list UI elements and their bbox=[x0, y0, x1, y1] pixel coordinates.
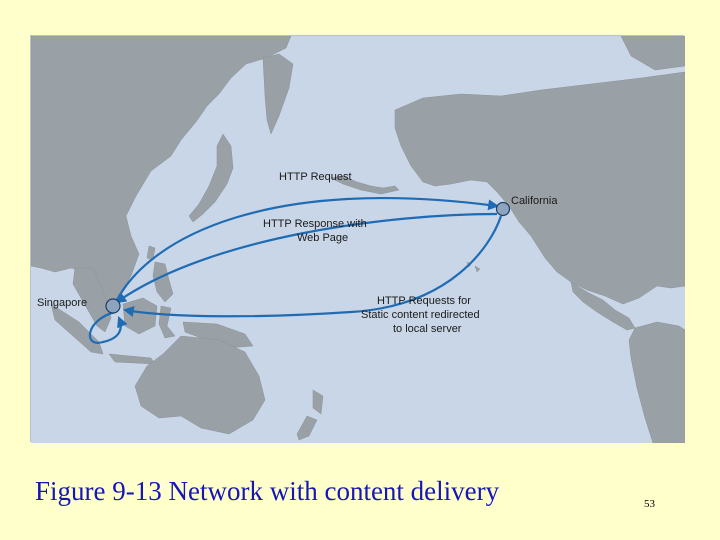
static-requests-label-line1: HTTP Requests for bbox=[377, 295, 471, 307]
new-guinea bbox=[182, 321, 254, 349]
japan bbox=[188, 133, 234, 223]
figure-caption: Figure 9-13 Network with content deliver… bbox=[35, 476, 500, 506]
philippines bbox=[152, 261, 174, 303]
australia bbox=[134, 335, 266, 435]
network-diagram: California Singapore HTTP Request HTTP R… bbox=[31, 36, 685, 443]
central-america bbox=[570, 281, 636, 331]
kamchatka bbox=[262, 53, 294, 135]
static-requests-label-line3: to local server bbox=[393, 323, 462, 335]
http-response-label-line1: HTTP Response with bbox=[263, 218, 367, 230]
aleutians bbox=[330, 175, 400, 195]
http-response-label-line2: Web Page bbox=[297, 232, 348, 244]
http-response-arrow bbox=[115, 212, 498, 304]
singapore-label: Singapore bbox=[37, 297, 87, 309]
sumatra bbox=[50, 303, 104, 355]
connection-arrows bbox=[88, 196, 503, 344]
california-label: California bbox=[511, 195, 558, 207]
new-zealand bbox=[296, 389, 324, 441]
slide-number: 53 bbox=[644, 498, 655, 510]
static-requests-arrow bbox=[122, 215, 503, 318]
california-node bbox=[495, 201, 511, 217]
south-america bbox=[628, 321, 685, 443]
static-requests-label-line2: Static content redirected bbox=[361, 309, 480, 321]
http-request-label: HTTP Request bbox=[279, 171, 352, 183]
http-request-arrow bbox=[116, 196, 500, 301]
taiwan bbox=[146, 245, 156, 261]
greenland bbox=[620, 36, 685, 71]
singapore-node bbox=[105, 298, 121, 314]
local-server-loop bbox=[88, 310, 128, 344]
network-map: California Singapore HTTP Request HTTP R… bbox=[30, 35, 685, 443]
indochina bbox=[72, 267, 112, 333]
